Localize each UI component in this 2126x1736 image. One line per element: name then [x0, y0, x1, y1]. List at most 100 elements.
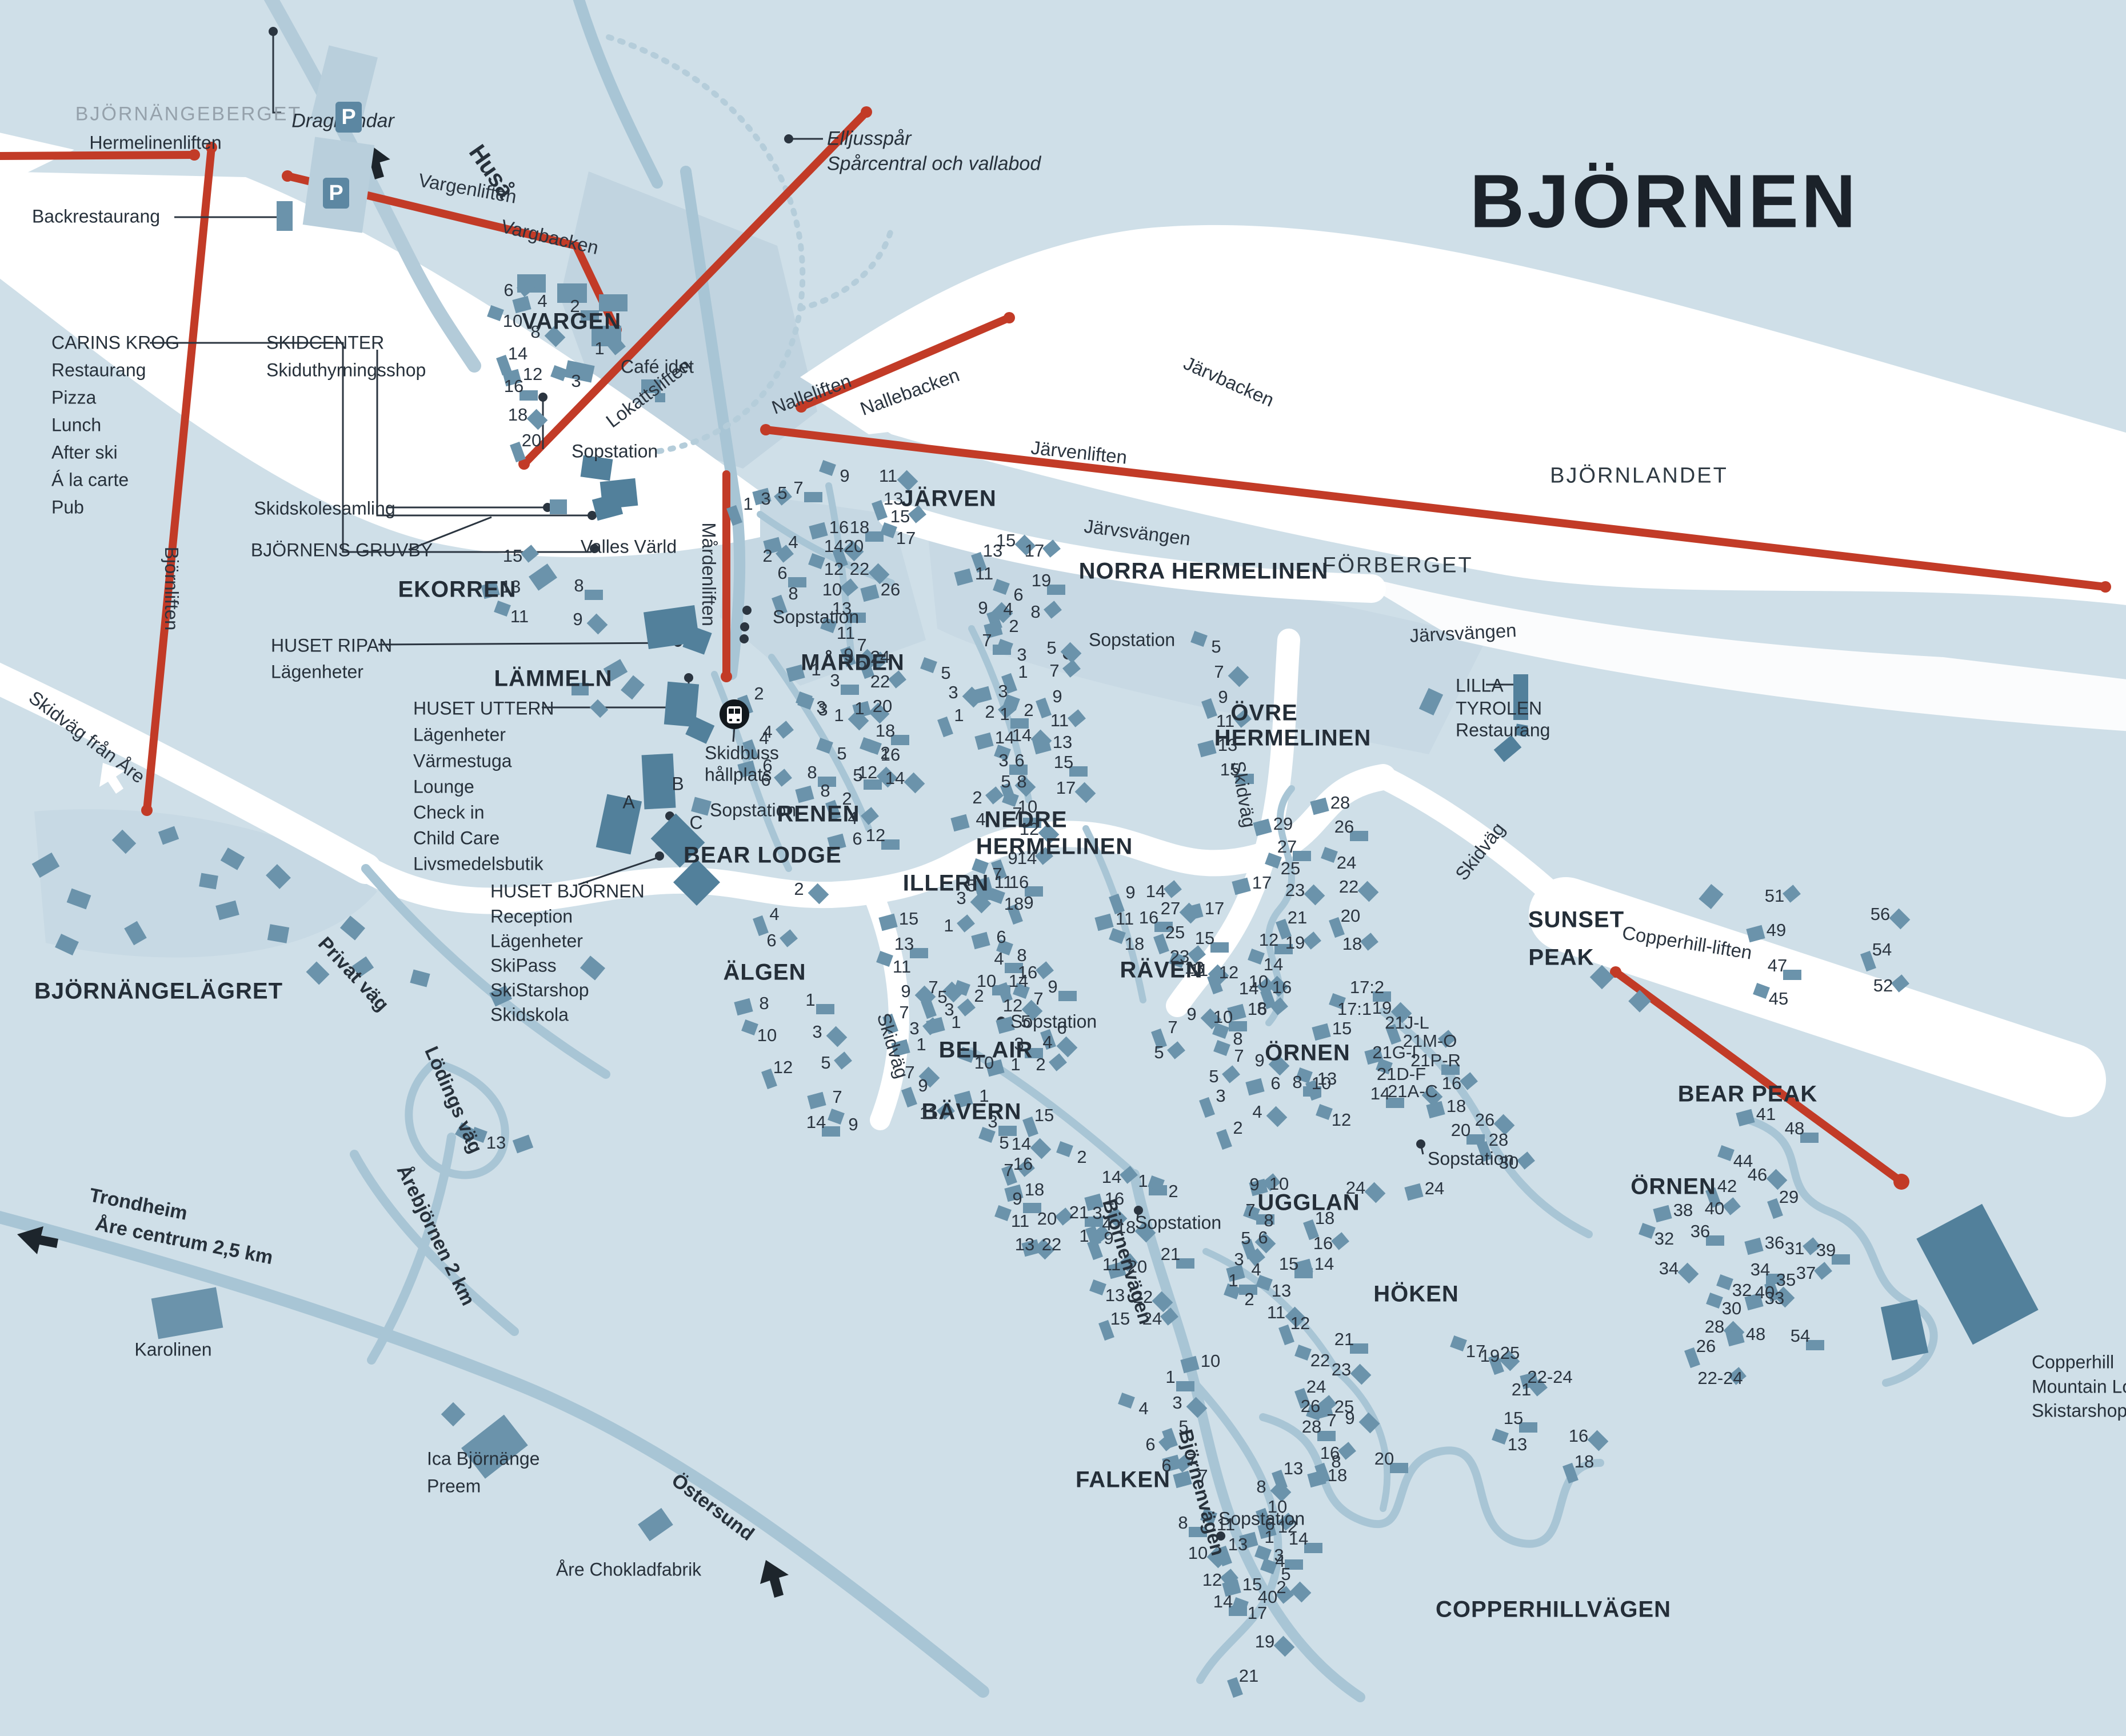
lot-9: 9 — [1345, 1408, 1355, 1428]
lot-9: 9 — [1024, 893, 1034, 913]
lot-4: 4 — [762, 722, 773, 742]
label-hermelinen: HERMELINEN — [976, 834, 1133, 859]
lot-1: 1 — [1165, 1367, 1176, 1387]
label-örnen: ÖRNEN — [1631, 1174, 1716, 1199]
building — [819, 460, 836, 476]
lot-24: 24 — [1306, 1377, 1326, 1397]
building — [971, 551, 987, 573]
building — [1210, 942, 1229, 953]
bus-icon — [720, 699, 749, 729]
lot-3: 3 — [830, 670, 840, 690]
lot-8: 8 — [1017, 771, 1027, 791]
direction-arrows — [17, 146, 789, 1598]
label-björnlandet: BJÖRNLANDET — [1550, 463, 1728, 488]
lot-36: 36 — [1690, 1221, 1711, 1241]
building — [1120, 1253, 1138, 1271]
label-hermelinenliften: Hermelinenliften — [89, 132, 222, 153]
building — [1158, 1433, 1177, 1451]
lot-18: 18 — [1342, 934, 1362, 954]
label-järvsvängen: Järvsvängen — [1409, 619, 1517, 646]
lot-1: 1 — [916, 1034, 926, 1054]
lot-54: 54 — [1872, 939, 1892, 959]
lot-10: 10 — [757, 1025, 777, 1045]
lot-6: 6 — [1057, 1018, 1067, 1038]
lot-14: 14 — [1017, 848, 1037, 868]
lot-16: 16 — [1272, 977, 1292, 997]
lot-13: 13 — [1317, 1069, 1337, 1089]
building — [816, 738, 833, 754]
building — [1201, 698, 1217, 719]
lot-2: 2 — [1276, 1577, 1286, 1597]
building — [1285, 1306, 1306, 1328]
building — [848, 613, 866, 623]
building — [818, 777, 836, 787]
lot-2: 2 — [794, 879, 804, 899]
lot-40: 40 — [1257, 1587, 1278, 1607]
building — [734, 998, 753, 1016]
building — [1310, 797, 1329, 815]
building — [1296, 1067, 1313, 1083]
label-reception: Reception — [490, 906, 573, 927]
lot-12: 12 — [1019, 819, 1040, 839]
building — [1220, 1569, 1238, 1587]
lot-8: 8 — [788, 583, 798, 603]
lot-20: 20 — [521, 430, 542, 450]
lot-21: 21 — [1069, 1202, 1089, 1222]
lot-36: 36 — [1764, 1233, 1785, 1253]
label-sopstation: Sopstation — [710, 799, 797, 821]
label-huset-uttern: HUSET UTTERN — [413, 698, 554, 719]
building — [876, 766, 898, 788]
lot-22: 22 — [1133, 1287, 1153, 1307]
lot-5: 5 — [1178, 1417, 1189, 1437]
building — [741, 1019, 758, 1035]
lot-13: 13 — [1228, 1534, 1248, 1554]
lot-15: 15 — [1053, 752, 1074, 772]
building — [581, 310, 599, 321]
lot-7: 7 — [905, 1062, 915, 1082]
lot-14: 14 — [1012, 725, 1032, 745]
lot-9: 9 — [840, 466, 850, 486]
building — [1254, 1232, 1276, 1254]
label-sopstation: Sopstation — [773, 606, 860, 627]
lot-40: 40 — [1755, 1282, 1775, 1302]
building — [1385, 1023, 1401, 1045]
lot-12: 12 — [824, 559, 844, 579]
ski-slopes — [0, 133, 2126, 731]
building — [1270, 1481, 1292, 1502]
lot-10: 10 — [1017, 797, 1038, 817]
building — [998, 701, 1016, 719]
building — [1021, 999, 1043, 1021]
lot-20: 20 — [1340, 906, 1361, 926]
lot-47: 47 — [1767, 955, 1788, 975]
label-örnen: ÖRNEN — [1265, 1040, 1350, 1066]
lot-9: 9 — [1052, 686, 1062, 706]
building — [1317, 1431, 1336, 1441]
building — [1207, 973, 1223, 995]
label-b: B — [672, 773, 684, 794]
building — [1373, 991, 1391, 1002]
lot-17: 17 — [896, 528, 916, 548]
building — [1243, 1205, 1260, 1221]
building — [848, 709, 869, 731]
label-bävern: BÄVERN — [921, 1099, 1022, 1125]
building — [786, 664, 805, 682]
building — [517, 279, 535, 297]
lot-12: 12 — [1290, 1313, 1310, 1333]
lot-1: 1 — [1228, 1270, 1238, 1290]
label-skidcenter: SKIDCENTER — [266, 332, 385, 353]
building — [880, 522, 897, 538]
building — [872, 499, 888, 521]
building — [996, 939, 1013, 955]
lot-11: 11 — [1102, 1254, 1121, 1274]
lot-15: 15 — [996, 530, 1016, 550]
building — [804, 492, 822, 502]
building — [1014, 775, 1036, 797]
lot-7: 7 — [1198, 1466, 1208, 1486]
lot-18: 18 — [1124, 934, 1145, 954]
lot-18: 18 — [849, 517, 870, 537]
building — [1753, 983, 1770, 999]
lot-5: 5 — [1281, 1564, 1291, 1584]
lot-28: 28 — [1488, 1130, 1509, 1150]
building — [1094, 913, 1114, 931]
lot-18: 18 — [1314, 1208, 1335, 1228]
